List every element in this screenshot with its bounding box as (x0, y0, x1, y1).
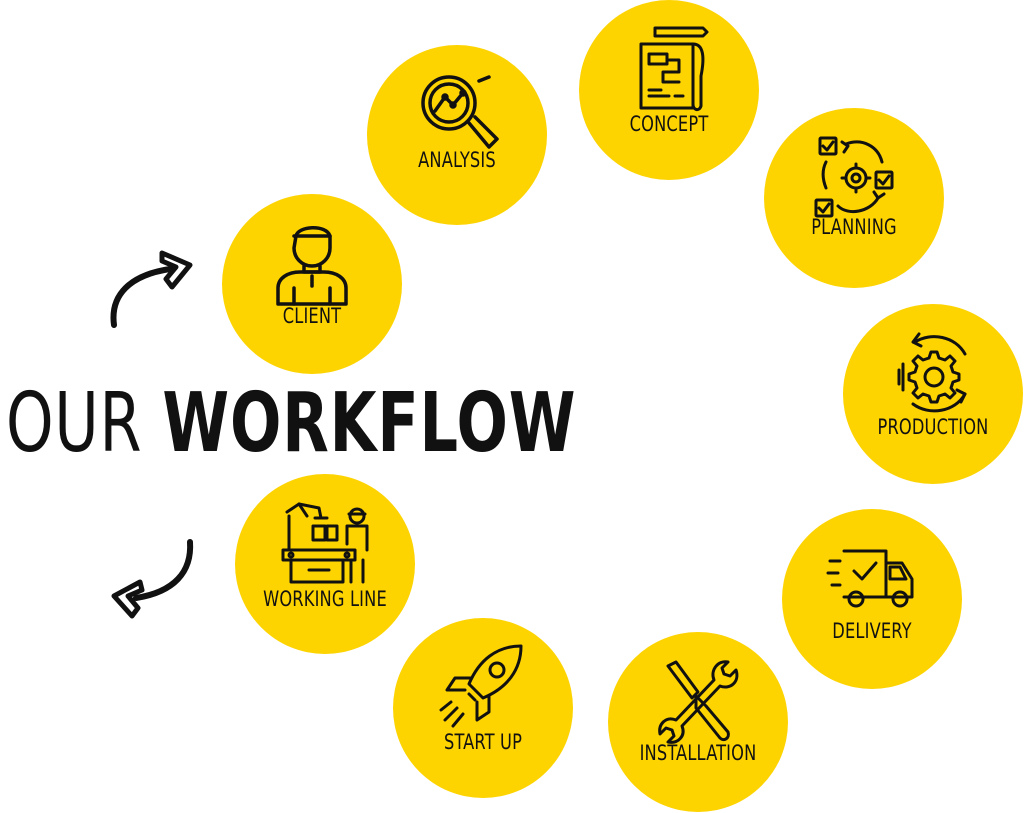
step-label: ANALYSIS (418, 148, 496, 172)
delivery-truck-icon (824, 529, 920, 625)
curved-arrow-down-icon (111, 539, 194, 619)
assembly-line-icon (277, 494, 373, 590)
step-working-line: WORKING LINE (235, 474, 415, 654)
step-analysis: ANALYSIS (367, 45, 547, 225)
step-start-up: START UP (393, 618, 573, 798)
step-label: PLANNING (811, 215, 897, 239)
step-planning: PLANNING (764, 108, 944, 288)
title-prefix: OUR (6, 376, 143, 471)
magnifier-chart-icon (409, 65, 505, 161)
cycle-gear-checklist-icon (806, 128, 902, 224)
rotating-gear-icon (885, 324, 981, 420)
title-main: WORKFLOW (162, 376, 577, 471)
step-label: PRODUCTION (877, 415, 989, 439)
step-installation: INSTALLATION (608, 632, 788, 812)
person-icon (264, 214, 360, 310)
step-concept: CONCEPT (579, 0, 759, 180)
step-client: CLIENT (222, 194, 402, 374)
wrench-screwdriver-icon (650, 652, 746, 748)
curved-arrow-up-icon (110, 250, 193, 328)
step-label: START UP (443, 730, 523, 754)
step-label: WORKING LINE (263, 587, 387, 611)
step-production: PRODUCTION (843, 304, 1023, 484)
rocket-icon (435, 638, 531, 734)
step-label: CONCEPT (629, 112, 709, 136)
step-label: CLIENT (282, 304, 342, 328)
workflow-title: OUR WORKFLOW (6, 376, 576, 472)
step-delivery: DELIVERY (782, 509, 962, 689)
step-label: INSTALLATION (639, 741, 757, 765)
step-label: DELIVERY (832, 619, 912, 643)
blueprint-icon (621, 20, 717, 116)
